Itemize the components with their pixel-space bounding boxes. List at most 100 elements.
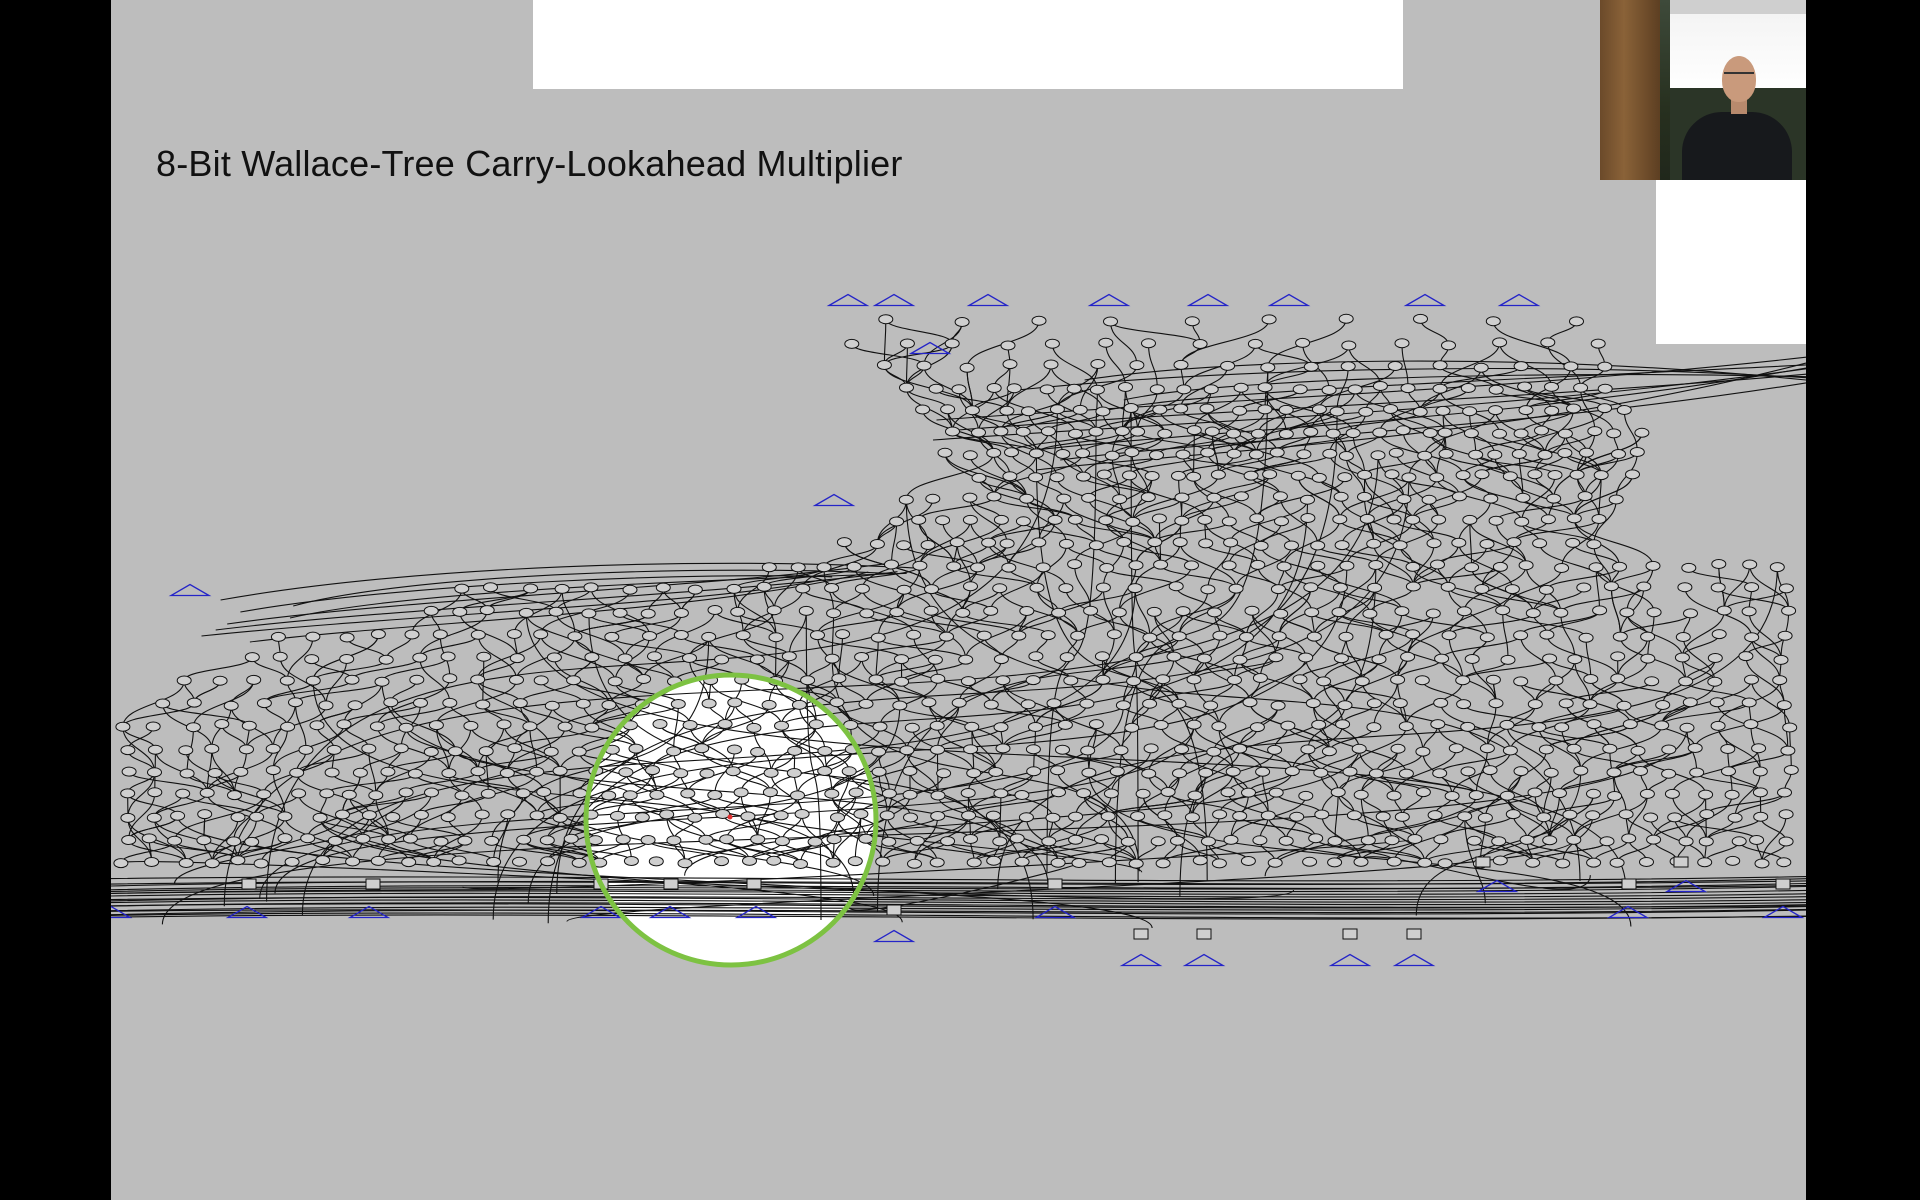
gate-node [667, 747, 681, 756]
gate-node [1567, 514, 1581, 523]
gate-node [1045, 339, 1059, 348]
gate-node [1742, 698, 1756, 707]
webcam-door [1600, 0, 1660, 180]
gate-node [1373, 382, 1387, 391]
gate-node [905, 723, 919, 732]
gate-node [731, 607, 745, 616]
gate-node [371, 856, 385, 865]
gate-node [922, 698, 936, 707]
gate-node [602, 791, 616, 800]
gate-node [917, 361, 931, 370]
gate-node [1778, 631, 1792, 640]
gate-node [1395, 607, 1409, 616]
gate-node [1041, 427, 1055, 436]
gate-node [1721, 745, 1735, 754]
gate-node [1712, 630, 1726, 639]
graph-edge [554, 657, 609, 705]
gate-node [289, 698, 303, 707]
gate-node [637, 675, 651, 684]
gate-node [930, 721, 944, 730]
gate-node [519, 608, 533, 617]
graph-edge [562, 589, 575, 636]
gate-node [963, 493, 977, 502]
gate-node [987, 856, 1001, 865]
gate-node [1156, 675, 1170, 684]
gate-node [945, 339, 959, 348]
gate-node [728, 698, 742, 707]
graph-edge [1519, 454, 1523, 498]
gate-node [1269, 653, 1283, 662]
gate-node [1725, 790, 1739, 799]
gate-node [1493, 562, 1507, 571]
gate-node [1418, 451, 1432, 460]
graph-edge [1252, 611, 1276, 658]
gate-node [1662, 745, 1676, 754]
graph-edge [1452, 751, 1510, 797]
triangle-icon [969, 295, 1007, 306]
gate-node [1514, 677, 1528, 686]
gate-node [568, 632, 582, 641]
gate-node [1299, 791, 1313, 800]
gate-node [1136, 789, 1150, 798]
gate-node [1588, 427, 1602, 436]
square-node [366, 879, 380, 889]
gate-node [619, 768, 633, 777]
gate-node [1745, 675, 1759, 684]
gate-node [1334, 492, 1348, 501]
gate-node [1301, 495, 1315, 504]
gate-node [1708, 677, 1722, 686]
gate-node [399, 723, 413, 732]
gate-node [1711, 721, 1725, 730]
gate-node [931, 812, 945, 821]
gate-node [1187, 675, 1201, 684]
gate-node [242, 721, 256, 730]
gate-node [231, 813, 245, 822]
gate-node [1503, 472, 1517, 481]
gate-node [1099, 516, 1113, 525]
gate-node [1644, 813, 1658, 822]
graph-edge [1525, 387, 1605, 409]
gate-node [1433, 384, 1447, 393]
gate-node [1742, 607, 1756, 616]
gate-node [1176, 450, 1190, 459]
gate-node [961, 677, 975, 686]
gate-node [764, 768, 778, 777]
gate-node [497, 720, 511, 729]
gate-node [224, 701, 238, 710]
gate-node [963, 515, 977, 524]
gate-node [1750, 836, 1764, 845]
gate-node [1435, 654, 1449, 663]
gate-node [890, 517, 904, 526]
gate-node [1003, 472, 1017, 481]
gate-node [832, 674, 846, 683]
graph-edge [884, 319, 885, 365]
gate-node [328, 836, 342, 845]
gate-node [1583, 700, 1597, 709]
gate-node [205, 859, 219, 868]
gate-node [485, 836, 499, 845]
gate-node [1244, 471, 1258, 480]
gate-node [1222, 561, 1236, 570]
gate-node [356, 834, 370, 843]
gate-node [996, 744, 1010, 753]
gate-node [950, 538, 964, 547]
gate-node [1372, 655, 1386, 664]
gate-node [1598, 384, 1612, 393]
gate-node [576, 699, 590, 708]
gate-node [564, 834, 578, 843]
gate-node [1346, 429, 1360, 438]
gate-node [1680, 723, 1694, 732]
gate-node [1778, 788, 1792, 797]
gate-node [963, 451, 977, 460]
gate-node [818, 747, 832, 756]
gate-node [872, 747, 886, 756]
gate-node [1305, 608, 1319, 617]
gate-node [353, 768, 367, 777]
gate-node [301, 834, 315, 843]
gate-node [1427, 539, 1441, 548]
gate-node [931, 791, 945, 800]
gate-node [1172, 471, 1186, 480]
graph-edge [1318, 566, 1402, 611]
gate-node [1452, 492, 1466, 501]
gate-node [1311, 561, 1325, 570]
